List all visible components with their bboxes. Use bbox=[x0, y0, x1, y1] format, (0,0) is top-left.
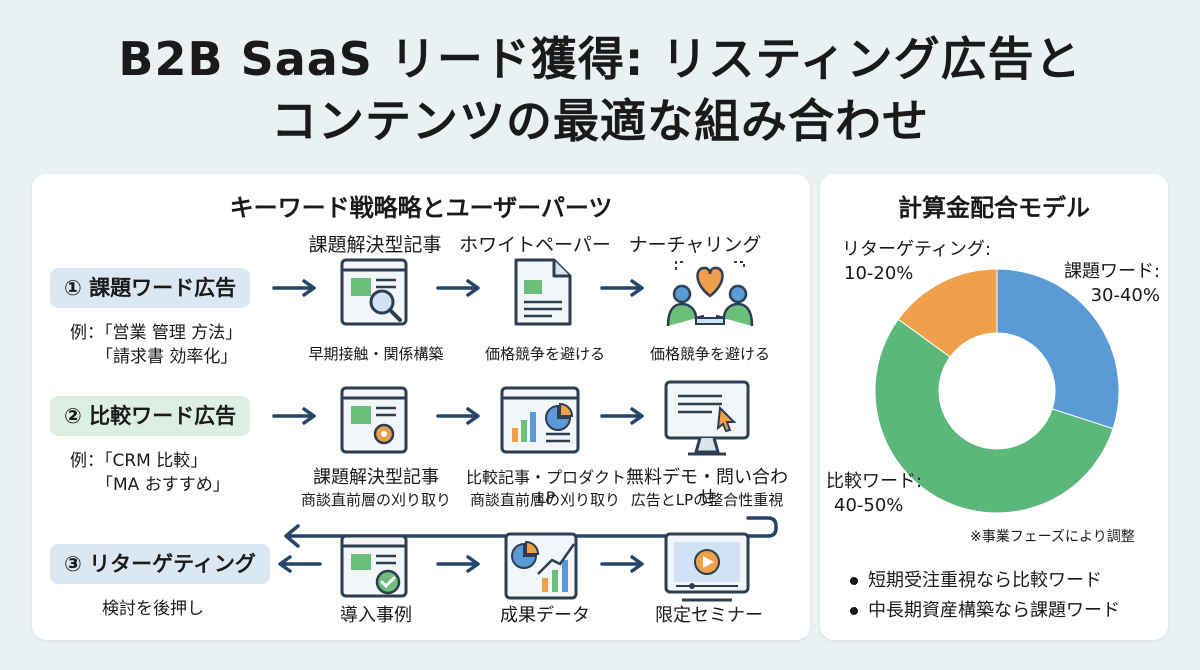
title-line-1: B2B SaaS リード獲得: リスティング広告と bbox=[118, 32, 1082, 86]
slice-label-retargeting: リターゲティング: 10-20% bbox=[842, 238, 991, 286]
donut-slice-retargeting bbox=[897, 268, 998, 358]
slice-range-comparison-words: 40-50% bbox=[834, 495, 904, 516]
article-gear-icon bbox=[340, 386, 408, 454]
col-head-article: 課題解決型記事 bbox=[308, 234, 442, 256]
row1-arrow-3 bbox=[600, 279, 644, 297]
row2-caption-top-3: 無料デモ・問い合わせ bbox=[626, 467, 788, 508]
row1-label: ① 課題ワード広告 bbox=[50, 268, 251, 308]
row1-caption-3: 価格競争を避ける bbox=[649, 345, 770, 363]
donut-slice-problem-words bbox=[996, 268, 1120, 430]
row2-caption-bottom-3: 広告とLPの整合性重視 bbox=[630, 491, 784, 509]
bullet-long-term-text: 中長期資産構築なら課題ワード bbox=[868, 600, 1120, 621]
col-head-whitepaper: ホワイトペーパー bbox=[459, 234, 611, 256]
row2-example-1: 例：「CRM 比較」 bbox=[70, 451, 208, 471]
row1-arrow-1 bbox=[272, 279, 316, 297]
row1-caption-1: 早期接触・関係構築 bbox=[308, 345, 444, 363]
row2-caption-bottom-1: 商談直前層の刈り取り bbox=[300, 491, 451, 509]
slice-name-retargeting: リターゲティング: bbox=[842, 239, 991, 260]
row3-caption-1: 導入事例 bbox=[340, 605, 412, 626]
row3-arrow-back bbox=[278, 555, 322, 573]
bullet-short-term-text: 短期受注重視なら比較ワード bbox=[868, 570, 1102, 591]
row2-caption-top-1: 課題解決型記事 bbox=[313, 467, 439, 488]
left-panel-title: キーワード戦略略とユーザーパーツ bbox=[229, 194, 613, 222]
slice-name-comparison-words: 比較ワード: bbox=[826, 471, 923, 492]
row1-arrow-2 bbox=[436, 279, 480, 297]
article-search-icon bbox=[340, 258, 408, 326]
row2-arrow-2 bbox=[436, 407, 480, 425]
loop-back-arrow bbox=[284, 516, 778, 548]
webinar-play-icon bbox=[664, 532, 750, 602]
row2-arrow-3 bbox=[600, 407, 644, 425]
row1-caption-2: 価格競争を避ける bbox=[484, 345, 605, 363]
slice-label-comparison-words: 比較ワード: 40-50% bbox=[826, 470, 922, 518]
row3-note: 検討を後押し bbox=[102, 599, 204, 619]
whitepaper-document-icon bbox=[514, 258, 572, 326]
row3-label: ③ リターゲティング bbox=[50, 544, 270, 584]
slice-name-problem-words: 課題ワード: bbox=[1064, 261, 1161, 282]
monitor-demo-icon bbox=[664, 380, 750, 456]
row1-example-2: 「請求書 効率化」 bbox=[96, 347, 238, 367]
slice-range-retargeting: 10-20% bbox=[844, 263, 914, 284]
comparison-chart-icon bbox=[500, 386, 580, 454]
row2-example-2: 「MA おすすめ」 bbox=[96, 475, 230, 495]
slice-range-problem-words: 30-40% bbox=[1090, 285, 1160, 306]
slice-label-problem-words: 課題ワード: 30-40% bbox=[1064, 260, 1160, 308]
row2-caption-top-2: 比較記事・プロダクトLP bbox=[465, 468, 626, 507]
row1-example-1: 例：「営業 管理 方法」 bbox=[70, 323, 243, 343]
row3-caption-3: 限定セミナー bbox=[655, 605, 763, 626]
results-data-icon bbox=[504, 532, 578, 600]
row2-label: ② 比較ワード広告 bbox=[50, 396, 251, 436]
allocation-donut-chart bbox=[874, 268, 1120, 514]
nurturing-heart-icon bbox=[666, 261, 754, 327]
right-panel-title: 計算金配合モデル bbox=[898, 194, 1090, 222]
donut-slice-comparison-words bbox=[874, 318, 1114, 514]
row3-arrow-2 bbox=[436, 555, 480, 573]
bullet-dot-icon bbox=[850, 577, 858, 585]
case-study-check-icon bbox=[340, 534, 408, 598]
bullet-dot-icon bbox=[850, 607, 858, 615]
adjustment-note: ※事業フェーズにより調整 bbox=[970, 529, 1135, 545]
keyword-strategy-panel: キーワード戦略略とユーザーパーツ 課題解決型記事 ホワイトペーパー ナーチャリン… bbox=[32, 174, 810, 640]
bullet-short-term: 短期受注重視なら比較ワード bbox=[850, 566, 1102, 592]
page-title: B2B SaaS リード獲得: リスティング広告と コンテンツの最適な組み合わせ bbox=[0, 28, 1200, 152]
col-head-nurturing: ナーチャリング bbox=[628, 234, 762, 256]
budget-model-panel: 計算金配合モデル リターゲティング: 10-20% 課題ワード: 30-40% … bbox=[820, 174, 1168, 640]
title-line-2: コンテンツの最適な組み合わせ bbox=[271, 94, 929, 148]
row2-arrow-1 bbox=[272, 407, 316, 425]
row3-caption-2: 成果データ bbox=[500, 605, 590, 626]
bullet-long-term: 中長期資産構築なら課題ワード bbox=[850, 596, 1120, 622]
row2-caption-bottom-2: 商談直前層の刈り取り bbox=[469, 491, 620, 509]
row3-arrow-3 bbox=[600, 555, 644, 573]
